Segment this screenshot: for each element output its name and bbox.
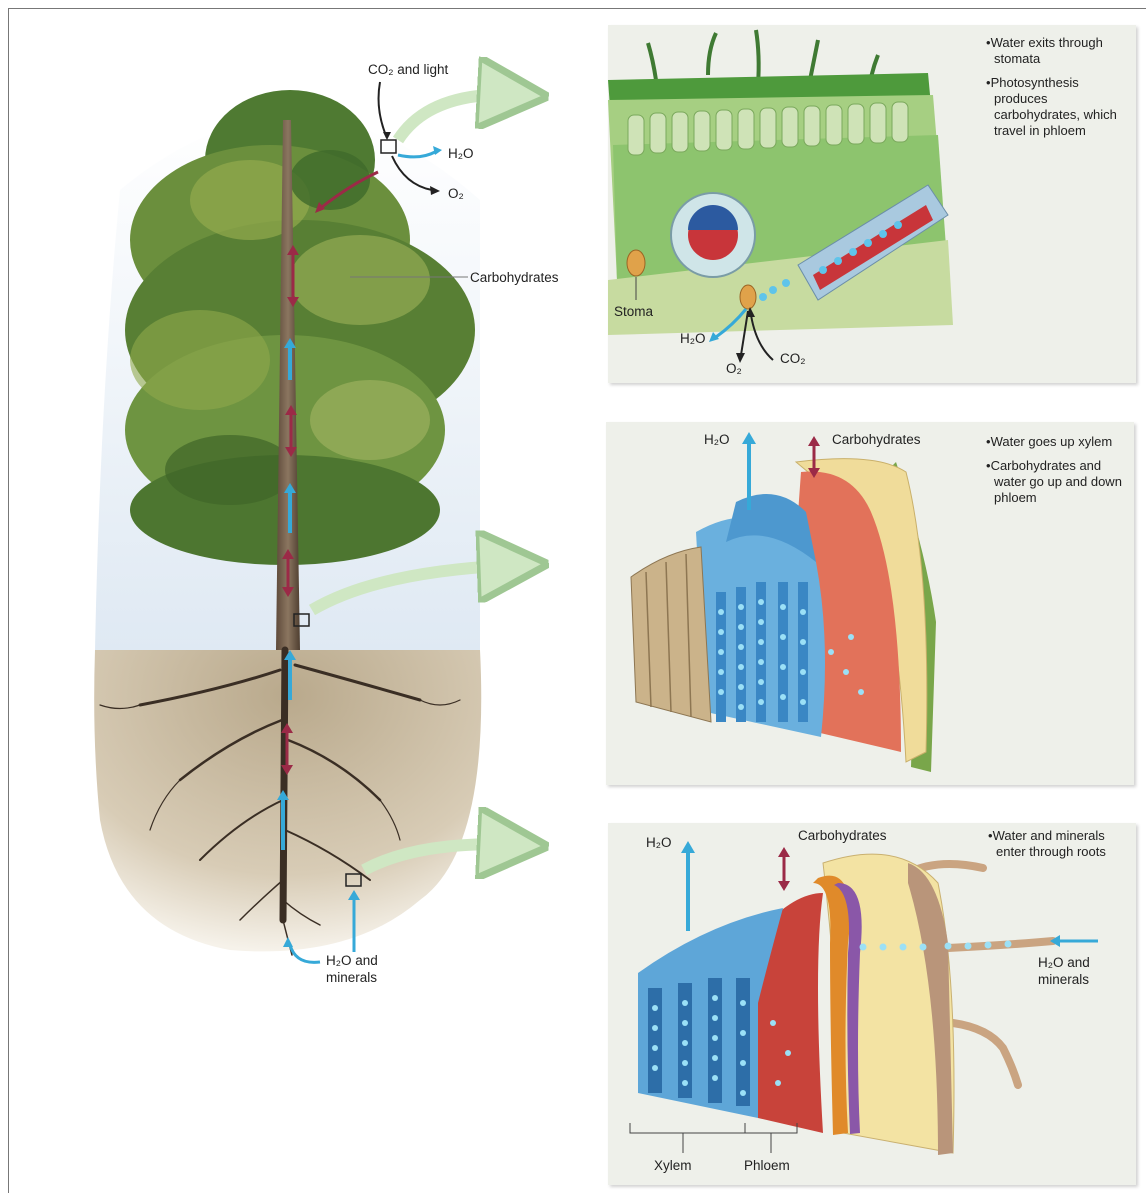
stem-note-1: Water goes up xylem — [986, 434, 1126, 450]
root-carbohydrates-label: Carbohydrates — [798, 828, 887, 844]
stem-note-2: Carbohydrates and water go up and down p… — [986, 458, 1126, 506]
stem-h2o-label: H₂O — [704, 432, 730, 448]
tree-carbohydrates-label: Carbohydrates — [470, 270, 559, 286]
stoma-left — [627, 250, 645, 276]
leaf-panel: Stoma H₂O O₂ CO₂ Water exits through sto… — [608, 25, 1136, 383]
root-panel: H₂O Carbohydrates Water and minerals ent… — [608, 823, 1136, 1185]
leaf-note-2: Photosynthesis produces carbohydrates, w… — [986, 75, 1126, 139]
leaf-co2-label: CO₂ — [780, 351, 806, 367]
leaf-h2o-label: H₂O — [680, 331, 706, 347]
root-h2o-minerals-label-1: H₂O and — [1038, 955, 1090, 971]
tree-h2o-label: H₂O — [448, 146, 474, 162]
leaf-note-1: Water exits through stomata — [986, 35, 1126, 67]
xylem-bracket — [630, 1123, 745, 1133]
stem-notes: Water goes up xylem Carbohydrates and wa… — [986, 434, 1126, 514]
tree-illustration — [0, 0, 600, 1195]
stem-carbohydrates-label: Carbohydrates — [832, 432, 921, 448]
stoma-label: Stoma — [614, 304, 653, 320]
xylem-label: Xylem — [654, 1158, 692, 1174]
stoma-bottom — [740, 285, 756, 309]
root-h2o-label: H₂O — [646, 835, 672, 851]
root-cross-section — [608, 823, 1136, 1185]
tree-h2o-minerals-label-2: minerals — [326, 970, 377, 986]
root-note-1: Water and minerals enter through roots — [988, 828, 1128, 860]
co2-in-arrow — [379, 82, 387, 138]
phloem-label: Phloem — [744, 1158, 790, 1174]
co2-light-label: CO₂ and light — [368, 62, 448, 78]
stem-panel: H₂O Carbohydrates Water goes up xylem Ca… — [606, 422, 1134, 785]
tree-o2-label: O₂ — [448, 186, 464, 202]
leaf-o2-label: O₂ — [726, 361, 742, 377]
root-h2o-minerals-label-2: minerals — [1038, 972, 1089, 988]
leaf-notes: Water exits through stomata Photosynthes… — [986, 35, 1126, 147]
tree-h2o-minerals-label-1: H₂O and — [326, 953, 378, 969]
root-notes: Water and minerals enter through roots — [988, 828, 1128, 868]
